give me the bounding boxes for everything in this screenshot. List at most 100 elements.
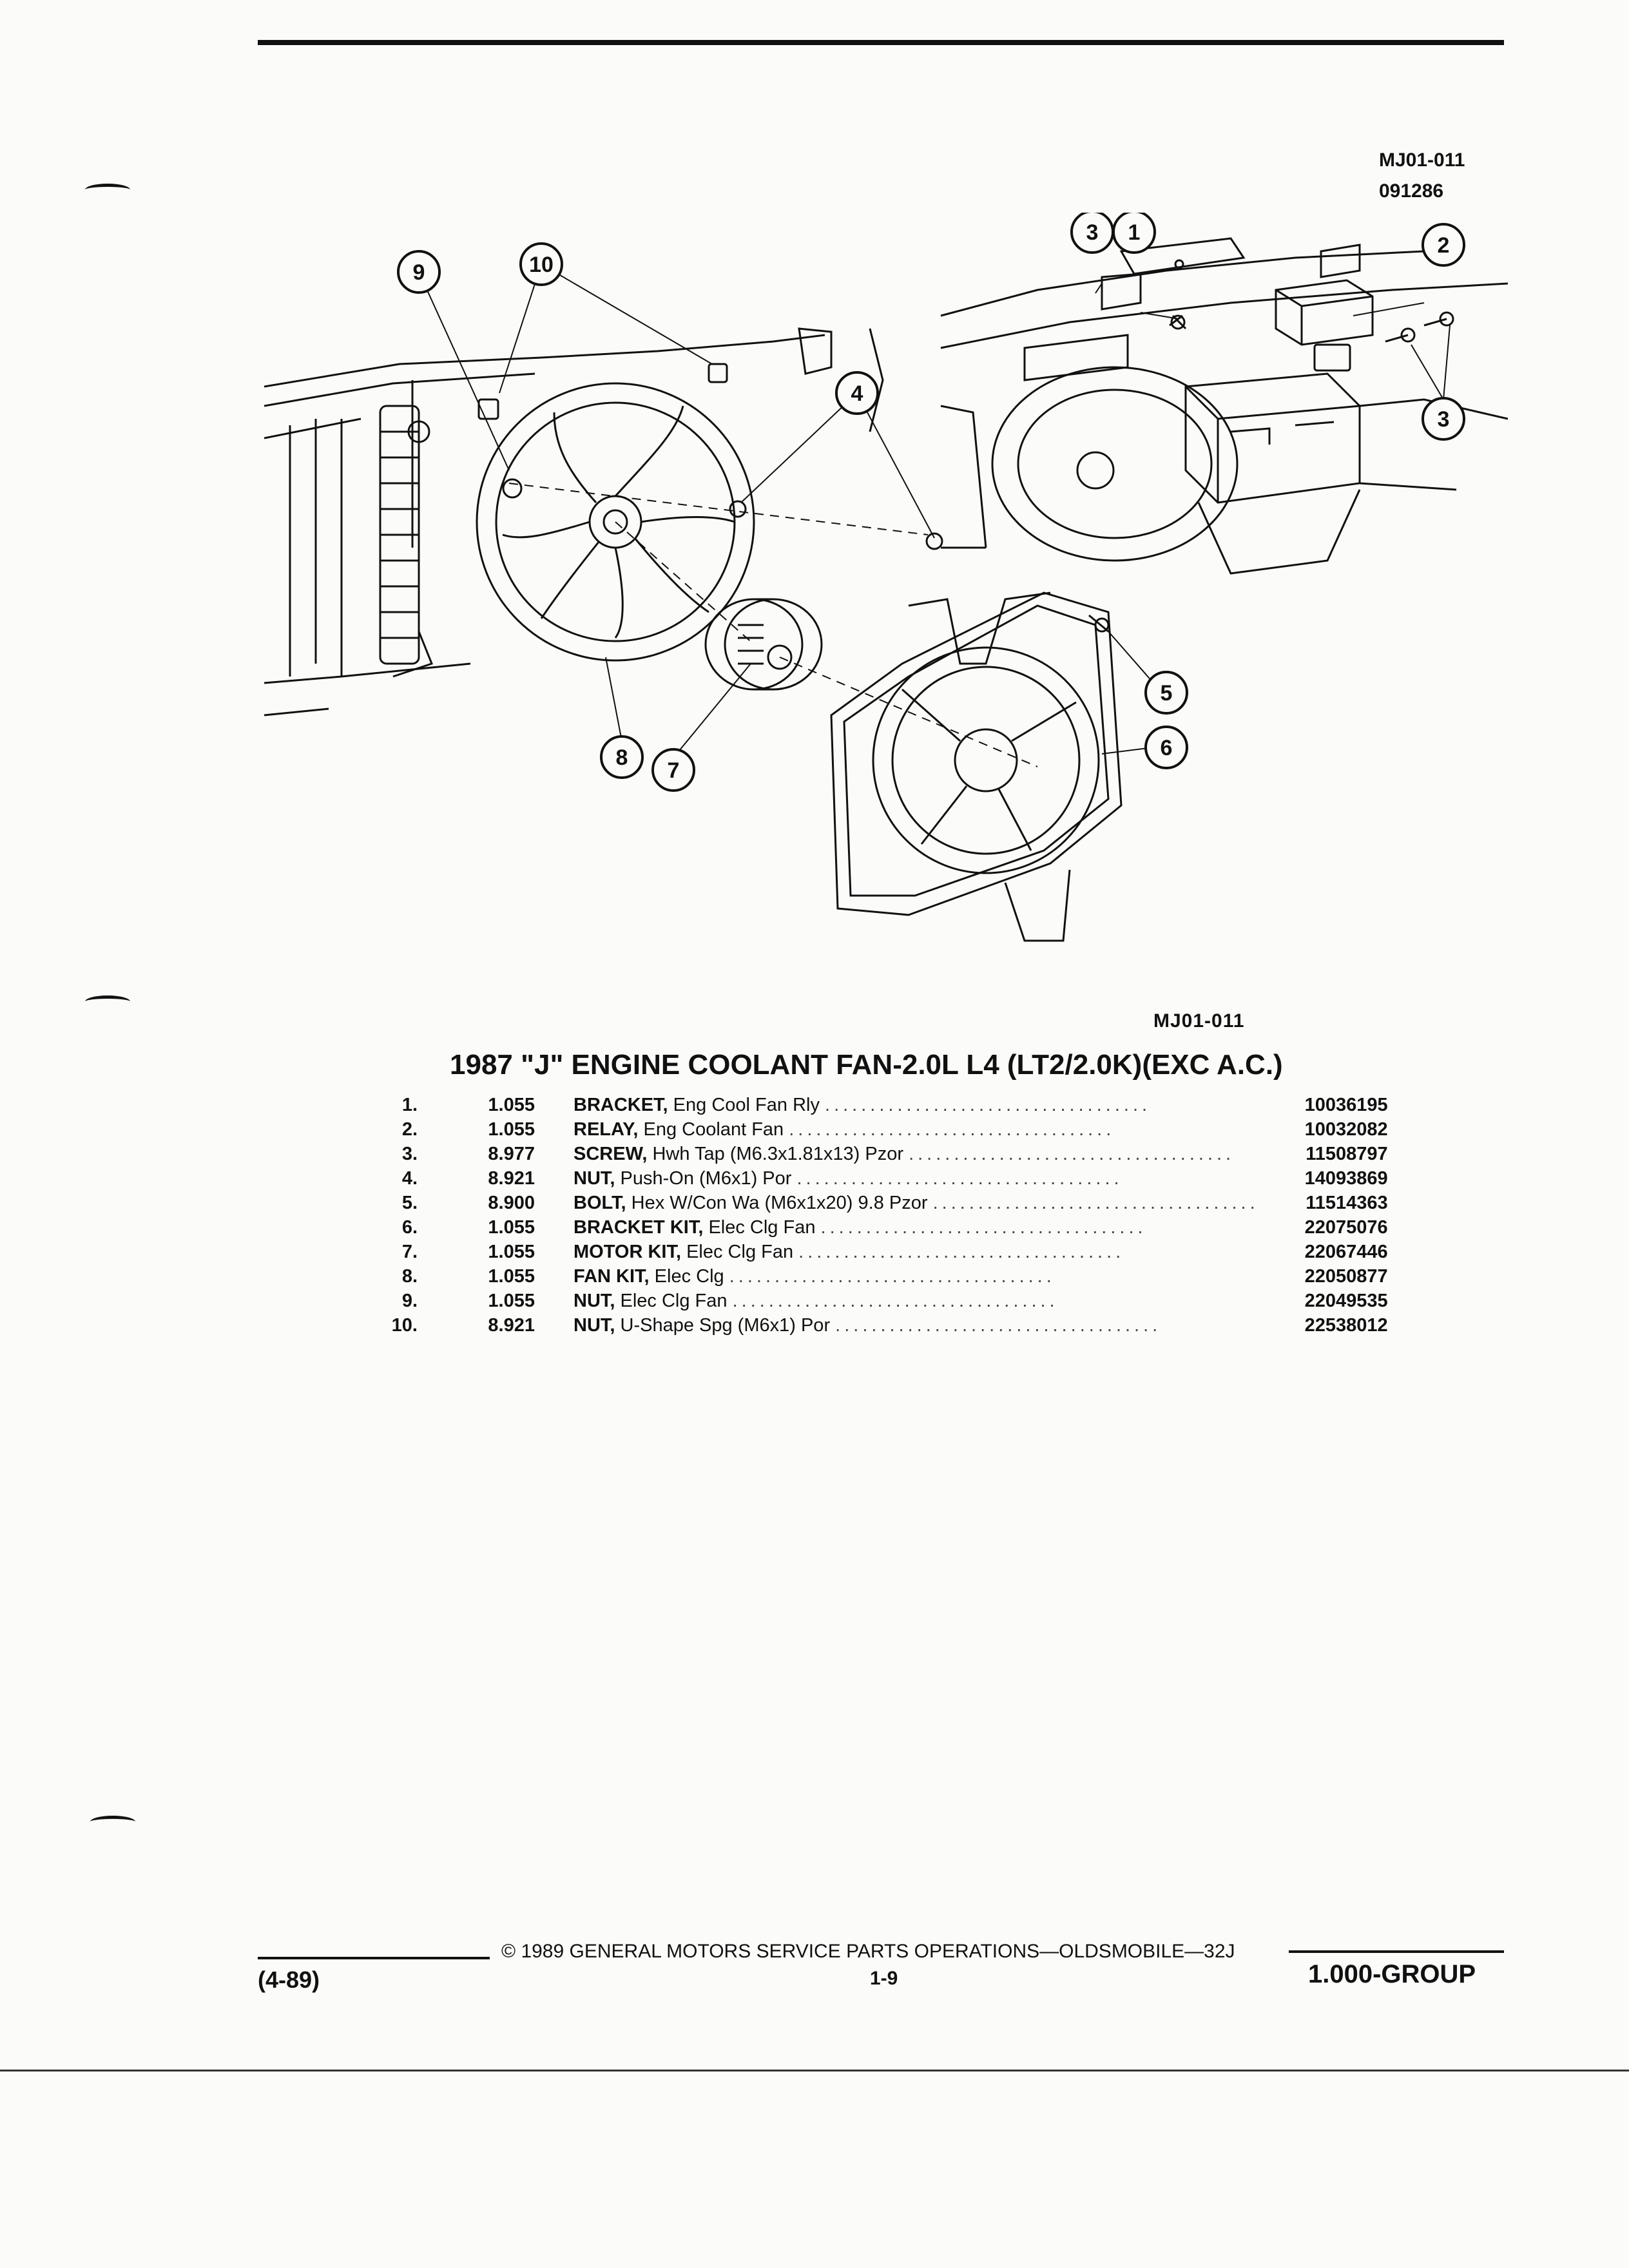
item-detail: Hwh Tap (M6.3x1.81x13) Pzor <box>647 1144 903 1164</box>
engine-compartment-drawing <box>940 250 1508 575</box>
item-number: 6. <box>401 1217 418 1238</box>
svg-text:3: 3 <box>1086 220 1099 245</box>
dot-leader: .................................... <box>796 1168 1123 1189</box>
footer-rule-right <box>1289 1950 1504 1953</box>
table-row: 3. 8.977 SCREW, Hwh Tap (M6.3x1.81x13) Pzo… <box>361 1142 1388 1166</box>
item-number: 7. <box>401 1242 418 1262</box>
item-description: BOLT, Hex W/Con Wa (M6x1x20) 9.8 Pzor ..… <box>574 1191 1259 1215</box>
item-quantity: 8.921 <box>488 1315 535 1336</box>
callout-7: 7 <box>651 748 695 792</box>
item-number: 3. <box>401 1144 418 1164</box>
item-detail: Elec Clg Fan <box>681 1242 794 1262</box>
item-part-number: 10036195 <box>1304 1095 1388 1115</box>
svg-text:5: 5 <box>1161 681 1173 706</box>
item-detail: Elec Clg Fan <box>703 1217 816 1238</box>
footer-copyright: © 1989 GENERAL MOTORS SERVICE PARTS OPER… <box>501 1941 1235 1962</box>
item-quantity: 1.055 <box>488 1242 535 1262</box>
svg-text:7: 7 <box>668 758 680 783</box>
svg-text:2: 2 <box>1438 233 1450 258</box>
binder-mark <box>90 1816 135 1828</box>
table-row: 1. 1.055 BRACKET, Eng Cool Fan Rly .......… <box>361 1093 1388 1117</box>
item-name: RELAY, <box>574 1119 639 1140</box>
item-quantity: 8.921 <box>488 1168 535 1189</box>
item-name: MOTOR KIT, <box>574 1242 682 1262</box>
dot-leader: .................................... <box>932 1193 1259 1213</box>
binder-mark <box>85 184 130 196</box>
page-title: 1987 "J" ENGINE COOLANT FAN-2.0L L4 (LT2… <box>450 1049 1283 1081</box>
svg-text:9: 9 <box>413 260 425 285</box>
svg-text:10: 10 <box>529 253 554 277</box>
item-name: NUT, <box>574 1291 615 1311</box>
callout-9: 9 <box>397 250 441 294</box>
header-date-code: 091286 <box>1379 180 1444 202</box>
dot-leader: .................................... <box>909 1144 1235 1164</box>
header-illustration-code: MJ01-011 <box>1379 149 1465 171</box>
item-quantity: 8.900 <box>488 1193 535 1213</box>
svg-text:4: 4 <box>851 381 863 406</box>
table-row: 10. 8.921 NUT, U-Shape Spg (M6x1) Por ....… <box>361 1313 1388 1338</box>
item-name: NUT, <box>574 1315 615 1336</box>
footer-group: 1.000-GROUP <box>1308 1960 1476 1988</box>
dot-leader: .................................... <box>835 1315 1162 1336</box>
item-detail: Eng Cool Fan Rly <box>668 1095 820 1115</box>
item-name: SCREW, <box>574 1144 648 1164</box>
item-name: NUT, <box>574 1168 615 1189</box>
item-part-number: 22538012 <box>1304 1315 1388 1336</box>
item-quantity: 1.055 <box>488 1119 535 1140</box>
callout-3a: 3 <box>1070 213 1114 254</box>
item-detail: Push-On (M6x1) Por <box>615 1168 792 1189</box>
bottom-rule <box>0 2070 1629 2071</box>
dot-leader: .................................... <box>732 1291 1059 1311</box>
item-part-number: 14093869 <box>1304 1168 1388 1189</box>
item-quantity: 8.977 <box>488 1144 535 1164</box>
item-quantity: 1.055 <box>488 1266 535 1287</box>
item-detail: Eng Coolant Fan <box>638 1119 784 1140</box>
footer-date: (4-89) <box>258 1966 320 1993</box>
item-detail: Elec Clg <box>649 1266 724 1287</box>
item-part-number: 10032082 <box>1304 1119 1388 1140</box>
item-number: 9. <box>401 1291 418 1311</box>
item-description: NUT, Elec Clg Fan ......................… <box>574 1289 1259 1313</box>
item-name: FAN KIT, <box>574 1266 650 1287</box>
callout-3b: 3 <box>1422 397 1465 441</box>
relay-bracket-drawing <box>1101 237 1374 372</box>
item-description: NUT, U-Shape Spg (M6x1) Por ............… <box>574 1313 1259 1338</box>
table-row: 9. 1.055 NUT, Elec Clg Fan ...............… <box>361 1289 1388 1313</box>
item-description: NUT, Push-On (M6x1) Por ................… <box>574 1166 1259 1191</box>
item-number: 10. <box>391 1315 418 1336</box>
leader-lines <box>418 264 1451 767</box>
dot-leader: .................................... <box>798 1242 1125 1262</box>
item-description: RELAY, Eng Coolant Fan .................… <box>574 1117 1259 1142</box>
callout-4: 4 <box>835 371 879 415</box>
item-number: 1. <box>401 1095 418 1115</box>
svg-text:3: 3 <box>1438 407 1450 432</box>
item-name: BOLT, <box>574 1193 626 1213</box>
illustration-caption: MJ01-011 <box>1153 1010 1245 1032</box>
item-detail: Hex W/Con Wa (M6x1x20) 9.8 Pzor <box>626 1193 928 1213</box>
top-rule <box>258 40 1504 45</box>
callout-2: 2 <box>1422 223 1465 267</box>
item-part-number: 22050877 <box>1304 1266 1388 1287</box>
fan-blade-drawing <box>476 382 755 662</box>
dot-leader: .................................... <box>820 1217 1147 1238</box>
item-quantity: 1.055 <box>488 1095 535 1115</box>
callout-5: 5 <box>1144 671 1188 715</box>
exploded-parts-diagram: 9 10 4 3 1 2 3 5 6 8 7 <box>264 213 1508 942</box>
parts-table: 1. 1.055 BRACKET, Eng Cool Fan Rly .......… <box>361 1093 1388 1338</box>
item-description: BRACKET, Eng Cool Fan Rly ..............… <box>574 1093 1259 1117</box>
item-description: FAN KIT, Elec Clg ......................… <box>574 1264 1259 1289</box>
item-name: BRACKET, <box>574 1095 668 1115</box>
table-row: 7. 1.055 MOTOR KIT, Elec Clg Fan .........… <box>361 1240 1388 1264</box>
item-part-number: 22067446 <box>1304 1242 1388 1262</box>
item-quantity: 1.055 <box>488 1291 535 1311</box>
item-part-number: 11508797 <box>1306 1144 1388 1164</box>
radiator-support-drawing <box>264 327 884 716</box>
footer-page-number: 1-9 <box>870 1968 898 1989</box>
fan-motor-drawing <box>704 598 823 691</box>
callout-10: 10 <box>519 242 563 286</box>
